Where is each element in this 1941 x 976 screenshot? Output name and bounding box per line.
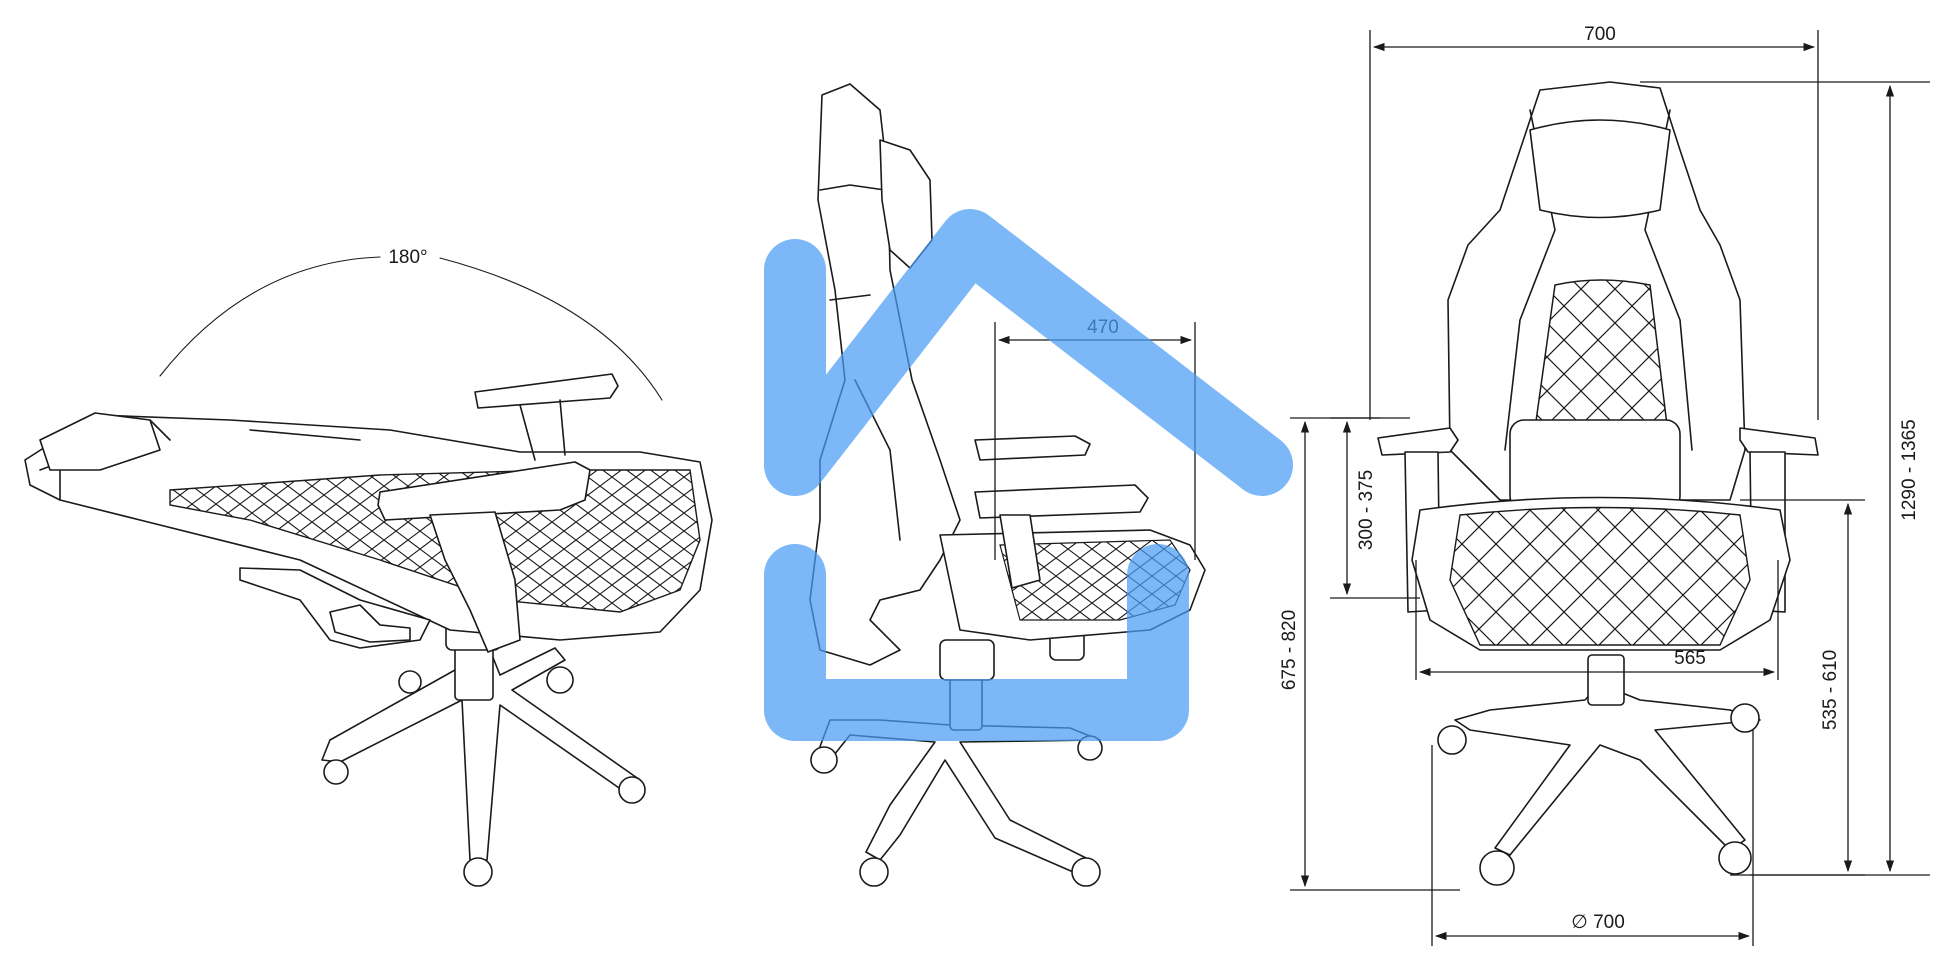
seat-height-label: 535 - 610 [1820, 650, 1841, 730]
recline-angle-label: 180° [388, 247, 427, 268]
front-base [1437, 654, 1761, 886]
front-armrest-right [1739, 427, 1819, 456]
lumbar-height-dimension: 300 - 375 [1330, 417, 1420, 599]
base-diameter-label: ∅ 700 [1571, 912, 1625, 933]
recline-arc [159, 256, 381, 377]
front-armrest-left [1377, 427, 1459, 456]
seat-width-label: 565 [1674, 648, 1706, 669]
front-width-label: 700 [1584, 24, 1616, 45]
side-profile-armrest-far [974, 435, 1091, 461]
reclined-chair-view: 180° [24, 247, 713, 887]
base-diameter-dimension: ∅ 700 [1431, 730, 1754, 946]
house-watermark [764, 209, 1293, 741]
reclined-armrest-near [377, 461, 591, 521]
side-profile-armrest [974, 484, 1149, 519]
reclined-armrest-far [474, 373, 619, 409]
seat-width-dimension: 565 [1415, 560, 1779, 680]
overall-height-label: 1290 - 1365 [1899, 419, 1920, 520]
armrest-height-label: 675 - 820 [1279, 610, 1300, 690]
seat-height-dimension: 535 - 610 [1740, 499, 1865, 876]
front-chair-view: 700 1290 - 1365 300 - 375 675 - 820 [1279, 24, 1930, 946]
side-profile-chair-view: 470 [809, 83, 1206, 887]
front-lumbar-pillow [1509, 419, 1681, 511]
front-headrest [1529, 119, 1671, 219]
front-width-dimension: 700 [1369, 24, 1819, 420]
lumbar-height-label: 300 - 375 [1356, 470, 1377, 550]
